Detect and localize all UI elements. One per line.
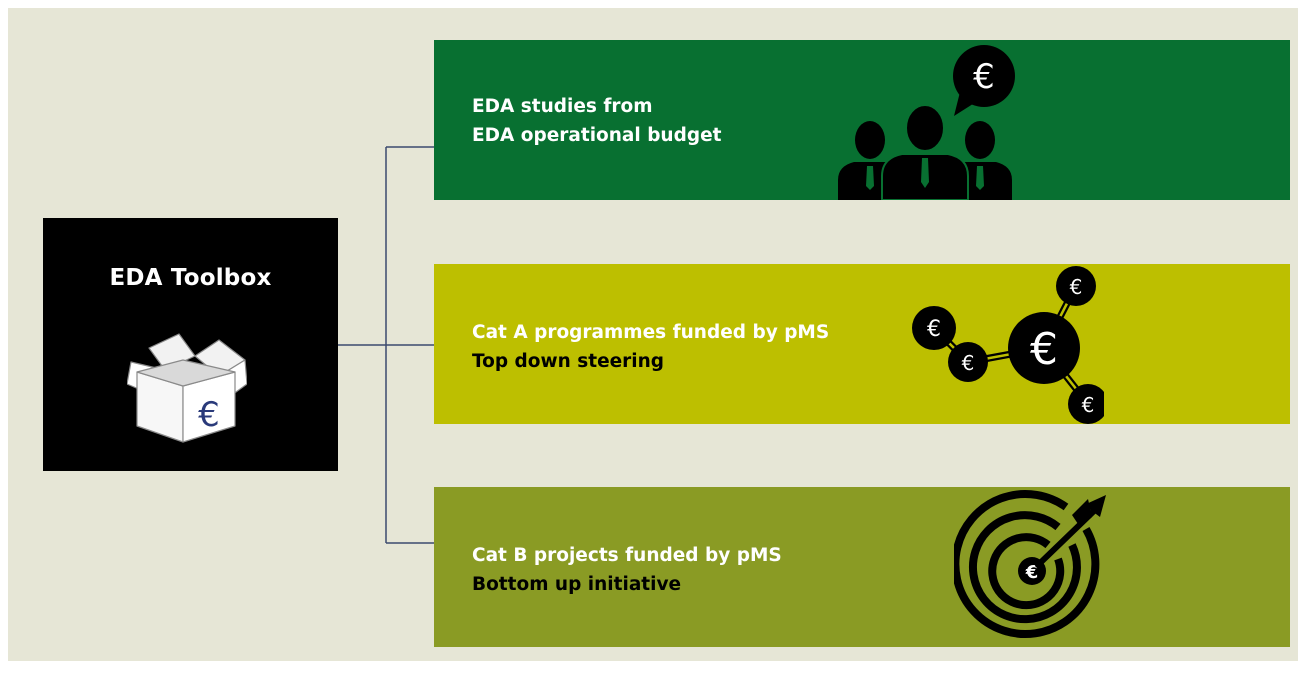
panel-2-line1: Cat A programmes funded by pMS <box>472 322 830 343</box>
panel-3-line2: Bottom up initiative <box>472 574 682 595</box>
panel-eda-studies: EDA studies from EDA operational budget … <box>434 40 1290 200</box>
panel-1-line2: EDA operational budget <box>472 125 722 146</box>
svg-text:€: € <box>1082 393 1095 417</box>
svg-text:€: € <box>973 57 995 97</box>
toolbox-box: EDA Toolbox € <box>43 218 338 471</box>
panel-cat-a: Cat A programmes funded by pMS Top down … <box>434 264 1290 424</box>
euro-network-icon: € € € € € <box>912 266 1104 424</box>
panel-3-line1: Cat B projects funded by pMS <box>472 545 782 566</box>
box-euro-symbol: € <box>198 395 220 435</box>
svg-text:€: € <box>1030 324 1058 375</box>
panel-3-label: Cat B projects funded by pMS Bottom up i… <box>472 541 782 599</box>
svg-text:€: € <box>927 317 941 342</box>
svg-text:€: € <box>1025 562 1039 583</box>
panel-1-label: EDA studies from EDA operational budget <box>472 92 721 150</box>
euro-box-icon: € <box>127 333 247 443</box>
people-euro-speech-icon: € <box>838 45 1015 200</box>
panel-1-line1: EDA studies from <box>472 96 653 117</box>
svg-text:€: € <box>962 351 975 375</box>
panel-2-line2: Top down steering <box>472 351 665 372</box>
euro-target-icon: € <box>954 490 1106 639</box>
svg-text:€: € <box>1070 275 1083 299</box>
panel-2-label: Cat A programmes funded by pMS Top down … <box>472 318 829 376</box>
toolbox-title: EDA Toolbox <box>109 265 272 291</box>
panel-cat-b: Cat B projects funded by pMS Bottom up i… <box>434 487 1290 647</box>
